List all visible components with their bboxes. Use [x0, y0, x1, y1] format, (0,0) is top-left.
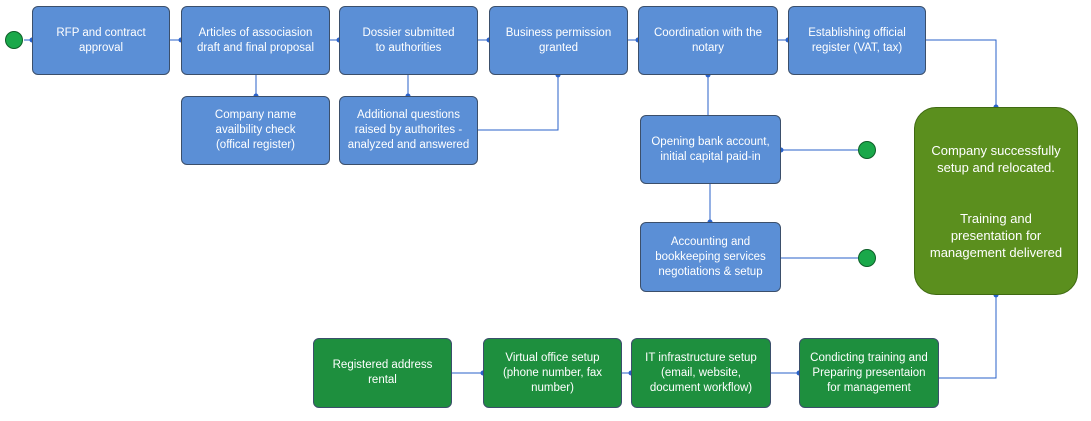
node-business-permission: Business permission granted	[489, 6, 628, 75]
node-it-infrastructure: IT infrastructure setup (email, website,…	[631, 338, 771, 408]
node-articles: Articles of associasion draft and final …	[181, 6, 330, 75]
start-node	[5, 31, 23, 49]
node-company-success: Company successfully setup and relocated…	[914, 107, 1078, 295]
node-company-name-check: Company name availbility check (offical …	[181, 96, 330, 165]
node-notary: Coordination with the notary	[638, 6, 778, 75]
node-additional-questions: Additional questions raised by authorite…	[339, 96, 478, 165]
node-bank-account: Opening bank account, initial capital pa…	[640, 115, 781, 184]
node-training: Condicting training and Preparing presen…	[799, 338, 939, 408]
node-rfp: RFP and contract approval	[32, 6, 170, 75]
end-node-bank	[858, 141, 876, 159]
node-official-register: Establishing official register (VAT, tax…	[788, 6, 926, 75]
node-dossier: Dossier submitted to authorities	[339, 6, 478, 75]
node-registered-address: Registered address rental	[313, 338, 452, 408]
node-virtual-office: Virtual office setup (phone number, fax …	[483, 338, 622, 408]
end-node-accounting	[858, 249, 876, 267]
node-accounting: Accounting and bookkeeping services nego…	[640, 222, 781, 292]
